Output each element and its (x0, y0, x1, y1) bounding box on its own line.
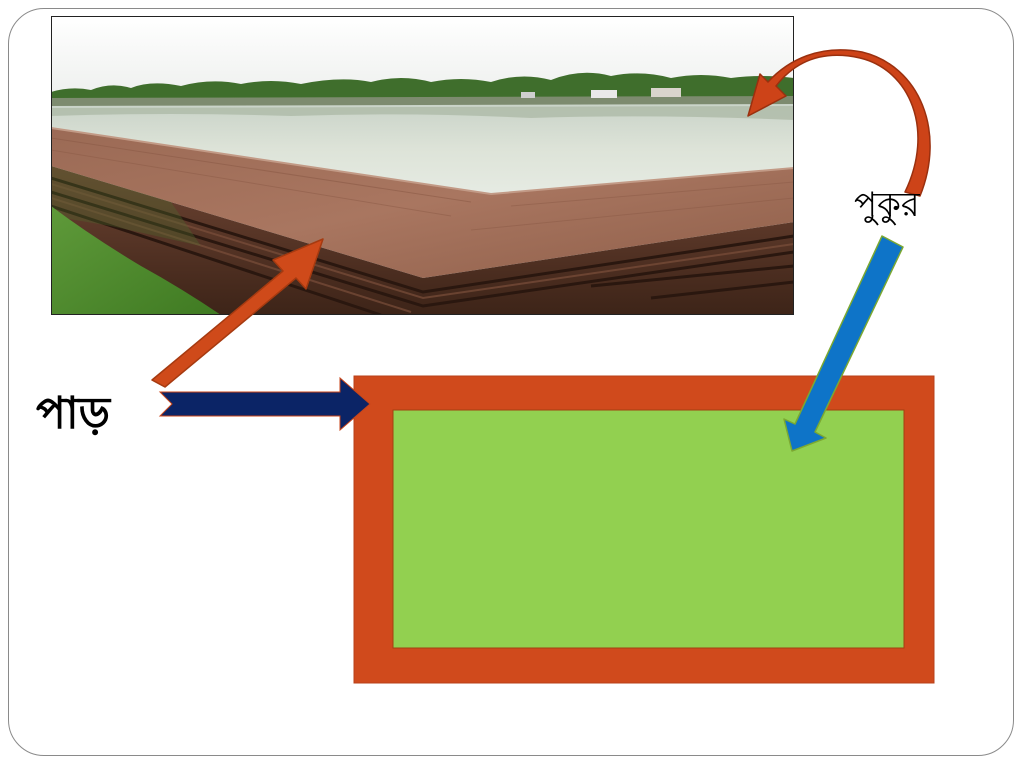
bank-to-photo-arrow (151, 238, 324, 388)
bank-to-diagram-arrow (158, 376, 371, 432)
pond-photo (51, 16, 794, 315)
pond-to-photo-curved-arrow (747, 49, 931, 197)
pond-water-rectangle (392, 409, 905, 649)
bank-label: পাড় (36, 388, 111, 439)
pond-label: পুকুর (854, 185, 920, 225)
pond-to-diagram-arrow (783, 235, 904, 452)
